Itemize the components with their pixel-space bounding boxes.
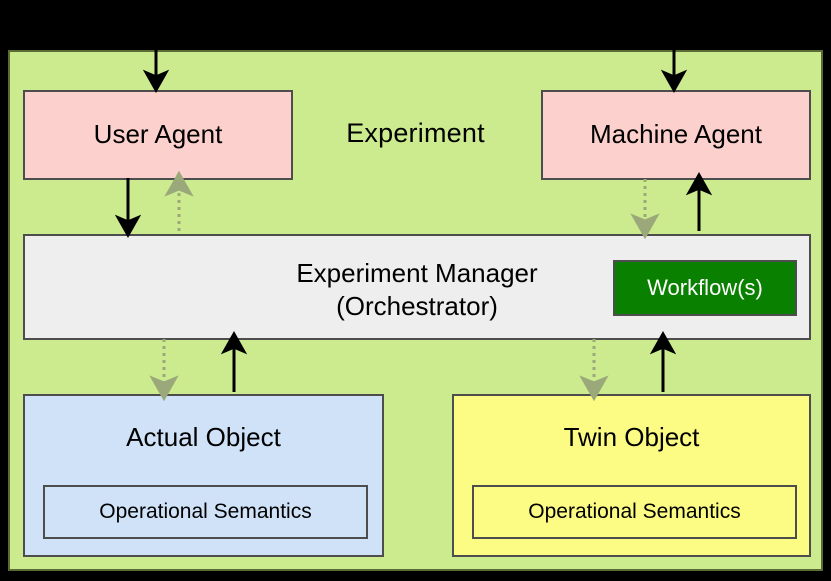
workflows-label: Workflow(s) — [647, 275, 763, 301]
twin-object-title: Twin Object — [563, 422, 700, 452]
twin-object-operational-semantics-box[interactable]: Operational Semantics — [472, 485, 797, 539]
experiment-container: Experiment User Agent Machine Agent Expe… — [8, 50, 823, 571]
experiment-manager-label: Experiment Manager (Orchestrator) — [25, 257, 809, 324]
twin-object-operational-semantics-label: Operational Semantics — [528, 499, 741, 523]
experiment-manager-box[interactable]: Experiment Manager (Orchestrator) Workfl… — [23, 234, 811, 340]
actual-object-operational-semantics-label: Operational Semantics — [99, 499, 312, 523]
experiment-manager-line2: (Orchestrator) — [336, 291, 498, 322]
machine-agent-label: Machine Agent — [589, 119, 762, 150]
workflows-box[interactable]: Workflow(s) — [613, 260, 797, 316]
experiment-manager-line1: Experiment Manager — [296, 258, 538, 288]
user-agent-label: User Agent — [93, 119, 223, 150]
user-agent-box[interactable]: User Agent — [23, 90, 293, 180]
machine-agent-box[interactable]: Machine Agent — [541, 90, 811, 180]
actual-object-operational-semantics-box[interactable]: Operational Semantics — [43, 485, 368, 539]
experiment-title: Experiment — [346, 118, 485, 148]
twin-object-box[interactable]: Twin Object Operational Semantics — [452, 394, 811, 557]
actual-object-box[interactable]: Actual Object Operational Semantics — [23, 394, 384, 557]
actual-object-title: Actual Object — [126, 422, 281, 452]
